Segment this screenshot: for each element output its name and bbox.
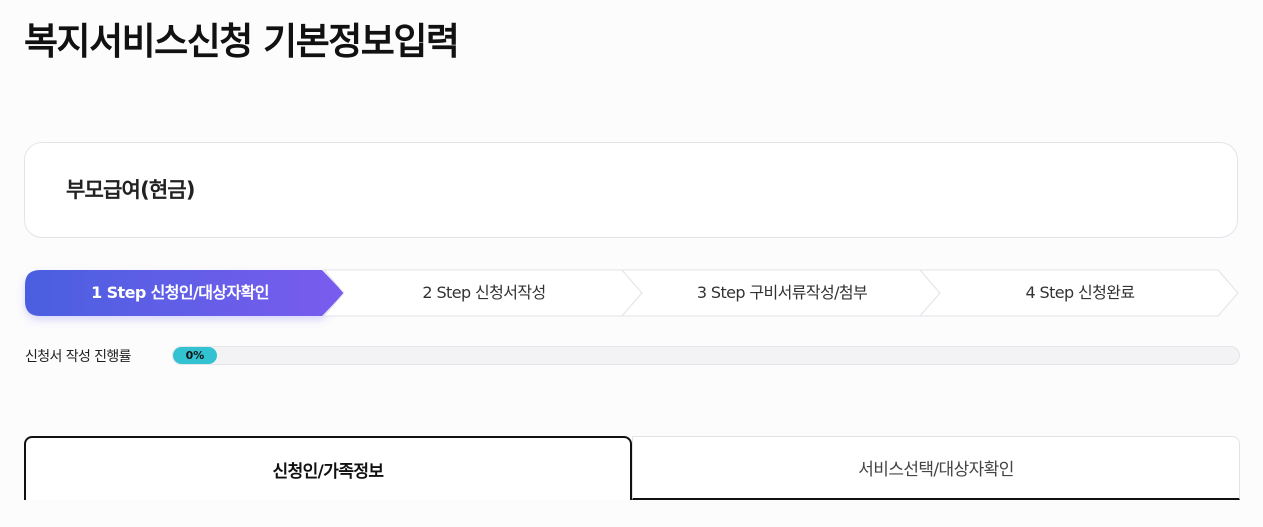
step-4-shape [918,269,1239,317]
form-tabs: 신청인/가족정보 서비스선택/대상자확인 [24,436,1240,500]
page-title: 복지서비스신청 기본정보입력 [24,20,460,63]
tab-applicant-family[interactable]: 신청인/가족정보 [24,436,632,500]
step-1-shape [25,270,344,316]
progress-fill: 0% [173,347,217,364]
service-card: 부모급여(현금) [24,142,1238,238]
step-3-label: 3 Step 구비서류작성/첨부 [696,283,868,302]
step-2-label: 2 Step 신청서작성 [422,283,546,302]
step-4[interactable]: 4 Step 신청완료 [918,269,1240,317]
progress-label: 신청서 작성 진행률 [25,349,132,365]
service-name: 부모급여(현금) [66,178,196,202]
step-indicator: 1 Step 신청인/대상자확인 2 Step 신청서작성 3 Step 구비서… [24,269,1242,317]
step-1[interactable]: 1 Step 신청인/대상자확인 [24,269,346,317]
tab-service-selection[interactable]: 서비스선택/대상자확인 [632,436,1240,500]
step-2[interactable]: 2 Step 신청서작성 [322,269,644,317]
progress-bar: 0% [172,346,1240,365]
step-4-label: 4 Step 신청완료 [1025,283,1135,302]
step-3[interactable]: 3 Step 구비서류작성/첨부 [620,269,942,317]
step-1-label: 1 Step 신청인/대상자확인 [91,283,269,302]
